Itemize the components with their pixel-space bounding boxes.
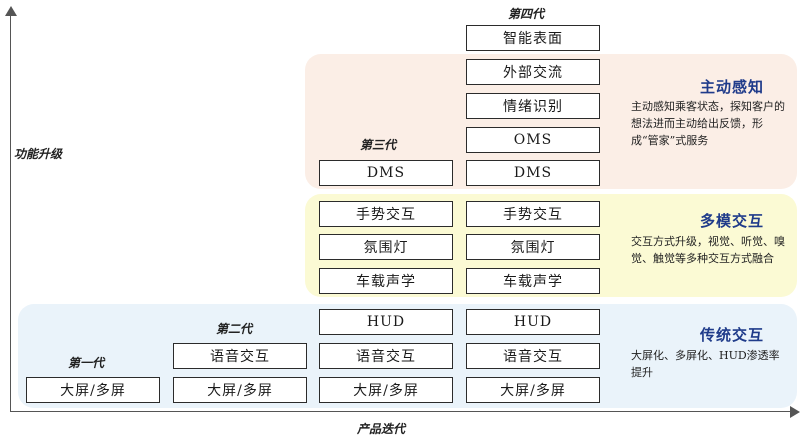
gen4-label: 第四代 xyxy=(508,7,545,21)
y-axis-arrow-icon xyxy=(5,6,17,16)
gen4-box-hud: HUD xyxy=(466,309,600,335)
category-title-active-perception: 主动感知 xyxy=(700,78,765,96)
gen4-box-smart-surface: 智能表面 xyxy=(466,25,600,51)
gen3-box-ambient-light: 氛围灯 xyxy=(319,234,453,260)
gen4-box-dms: DMS xyxy=(466,160,600,186)
x-axis-arrow-icon xyxy=(790,406,800,418)
y-axis-label: 功能升级 xyxy=(14,147,63,161)
gen3-box-dms: DMS xyxy=(319,160,453,186)
gen1-box-large-multi-screen: 大屏/多屏 xyxy=(26,377,160,403)
y-axis xyxy=(10,14,11,412)
category-desc-multimodal-interaction: 交互方式升级，视觉、听觉、嗅觉、触觉等多种交互方式融合 xyxy=(631,235,785,265)
gen3-box-gesture-interaction: 手势交互 xyxy=(319,201,453,227)
gen4-box-voice-interaction: 语音交互 xyxy=(466,343,600,369)
category-desc-traditional-interaction: 大屏化、多屏化、HUD渗透率提升 xyxy=(631,349,780,379)
gen4-box-gesture-interaction: 手势交互 xyxy=(466,201,600,227)
gen4-box-external-communication: 外部交流 xyxy=(466,59,600,85)
category-title-traditional-interaction: 传统交互 xyxy=(700,326,765,344)
category-title-multimodal-interaction: 多模交互 xyxy=(700,212,765,230)
gen1-label: 第一代 xyxy=(68,356,105,370)
gen4-box-emotion-recognition: 情绪识别 xyxy=(466,93,600,119)
gen3-box-large-multi-screen: 大屏/多屏 xyxy=(319,377,453,403)
gen2-box-voice-interaction: 语音交互 xyxy=(173,343,307,369)
gen2-label: 第二代 xyxy=(216,322,253,336)
gen2-box-large-multi-screen: 大屏/多屏 xyxy=(173,377,307,403)
gen3-label: 第三代 xyxy=(360,138,397,152)
gen4-box-large-multi-screen: 大屏/多屏 xyxy=(466,377,600,403)
gen3-box-voice-interaction: 语音交互 xyxy=(319,343,453,369)
gen3-box-hud: HUD xyxy=(319,309,453,335)
x-axis xyxy=(10,411,792,412)
gen4-box-ambient-light: 氛围灯 xyxy=(466,234,600,260)
gen4-box-in-car-acoustics: 车载声学 xyxy=(466,268,600,294)
gen4-box-oms: OMS xyxy=(466,127,600,153)
x-axis-label: 产品迭代 xyxy=(357,422,406,436)
category-desc-active-perception: 主动感知乘客状态，探知客户的想法进而主动给出反馈，形成“管家”式服务 xyxy=(631,100,785,147)
gen3-box-in-car-acoustics: 车载声学 xyxy=(319,268,453,294)
